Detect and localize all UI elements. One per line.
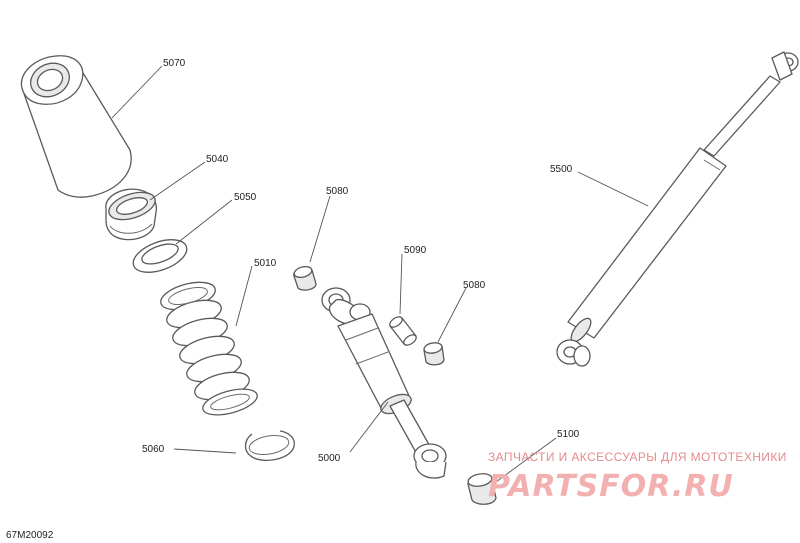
spacer-tube-part [389, 316, 417, 346]
callout-5040: 5040 [206, 154, 229, 165]
callout-5010: 5010 [254, 258, 277, 269]
washer-ring-part [132, 239, 188, 273]
damper-strut-part [556, 51, 799, 367]
callout-5090: 5090 [404, 245, 427, 256]
bushing-bottom-part [467, 473, 497, 505]
boot-cover-part [20, 55, 132, 198]
watermark-logo: PARTSFOR.RU [488, 469, 734, 504]
reference-code: 67M20092 [6, 530, 54, 541]
watermark-tagline: ЗАПЧАСТИ И АКСЕССУАРЫ ДЛЯ МОТОТЕХНИКИ [488, 450, 787, 464]
bushing-lower-part [423, 342, 445, 366]
shock-absorber-part [321, 287, 447, 479]
callout-5500: 5500 [550, 164, 573, 175]
bushing-upper-part [293, 265, 317, 291]
callout-5000: 5000 [318, 453, 341, 464]
retaining-ring-part [244, 430, 295, 461]
callout-5070: 5070 [163, 58, 186, 69]
watermark: ЗАПЧАСТИ И АКСЕССУАРЫ ДЛЯ МОТОТЕХНИКИ PA… [488, 450, 787, 504]
callout-5060: 5060 [142, 444, 165, 455]
callout-5080-upper: 5080 [326, 186, 349, 197]
coil-spring-part [160, 281, 258, 416]
callout-5080-lower: 5080 [463, 280, 486, 291]
callout-5100: 5100 [557, 429, 580, 440]
spring-seat-part [105, 188, 158, 241]
callout-5050: 5050 [234, 192, 257, 203]
